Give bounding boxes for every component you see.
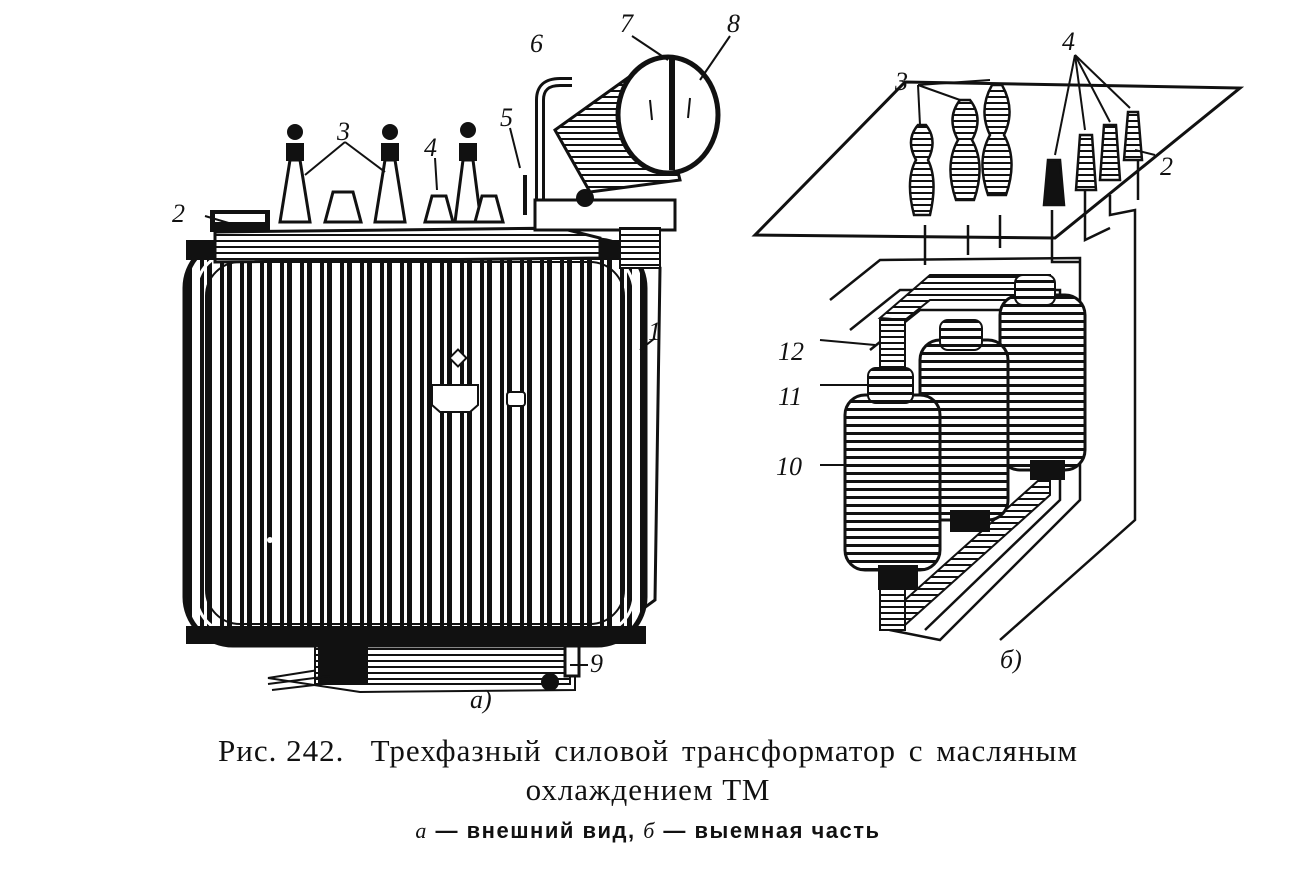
callout-7: 7: [620, 9, 634, 38]
caption-subtitle: а — внешний вид, б — выемная часть: [0, 818, 1296, 844]
caption-title-line2: охлаждением ТМ: [525, 772, 771, 807]
winding-coil: [998, 274, 1087, 480]
caption-title-line1: Рис. 242. Трехфазный силовой трансформат…: [0, 733, 1296, 769]
callout-10: 10: [776, 452, 802, 481]
radiator-tubes: [182, 237, 648, 648]
relay-pipe: [523, 77, 677, 269]
callouts-a: 2 3 4 5 6 7 8 1 9 a): [172, 9, 740, 714]
callout-11: 11: [778, 382, 802, 411]
callout-3-b: 3: [894, 67, 908, 96]
lv-bushings: [323, 190, 505, 224]
sub-b-letter: б: [643, 818, 656, 843]
sub-b-text: — выемная часть: [655, 818, 881, 843]
callout-8: 8: [727, 9, 740, 38]
lv-bushings-b: [1042, 110, 1144, 207]
hv-bushing: [453, 122, 483, 224]
callout-2: 2: [172, 199, 185, 228]
callout-1: 1: [648, 317, 661, 346]
tank-cover: [210, 210, 602, 264]
panel-a-external-view: 2 3 4 5 6 7 8 1 9 a): [172, 9, 740, 714]
callout-4-b: 4: [1062, 27, 1075, 56]
sub-a-letter: а: [415, 818, 428, 843]
winding-coil: [843, 367, 942, 590]
callouts-b: 3 4 2 12 11 10 б): [776, 27, 1173, 674]
base-skid: [267, 641, 581, 694]
callout-3: 3: [336, 117, 350, 146]
callout-4: 4: [424, 133, 437, 162]
panel-b-removable-part: 3 4 2 12 11 10 б): [751, 27, 1245, 674]
sub-a-text: — внешний вид,: [427, 818, 644, 843]
panel-b-sublabel: б): [1000, 645, 1022, 674]
hv-bushings-b: [908, 83, 1013, 217]
figure-title-line1: Трехфазный силовой трансформатор с масля…: [370, 733, 1078, 768]
figure-number: Рис. 242.: [218, 733, 345, 768]
callout-5: 5: [500, 103, 513, 132]
hv-bushings: [278, 122, 483, 224]
callout-2-b: 2: [1160, 152, 1173, 181]
leader-lines-b: [819, 54, 1156, 466]
hv-bushing: [278, 124, 312, 224]
panel-a-sublabel: a): [470, 685, 492, 714]
diagram-svg: 2 3 4 5 6 7 8 1 9 a): [172, 9, 1245, 714]
callout-6: 6: [530, 29, 543, 58]
hv-bushing: [373, 124, 407, 224]
nameplate: [267, 348, 526, 543]
winding-coil: [918, 319, 1010, 532]
conservator-tank: [553, 54, 721, 194]
callout-12: 12: [778, 337, 804, 366]
leader-lines-a: [204, 35, 731, 666]
callout-9: 9: [590, 649, 603, 678]
